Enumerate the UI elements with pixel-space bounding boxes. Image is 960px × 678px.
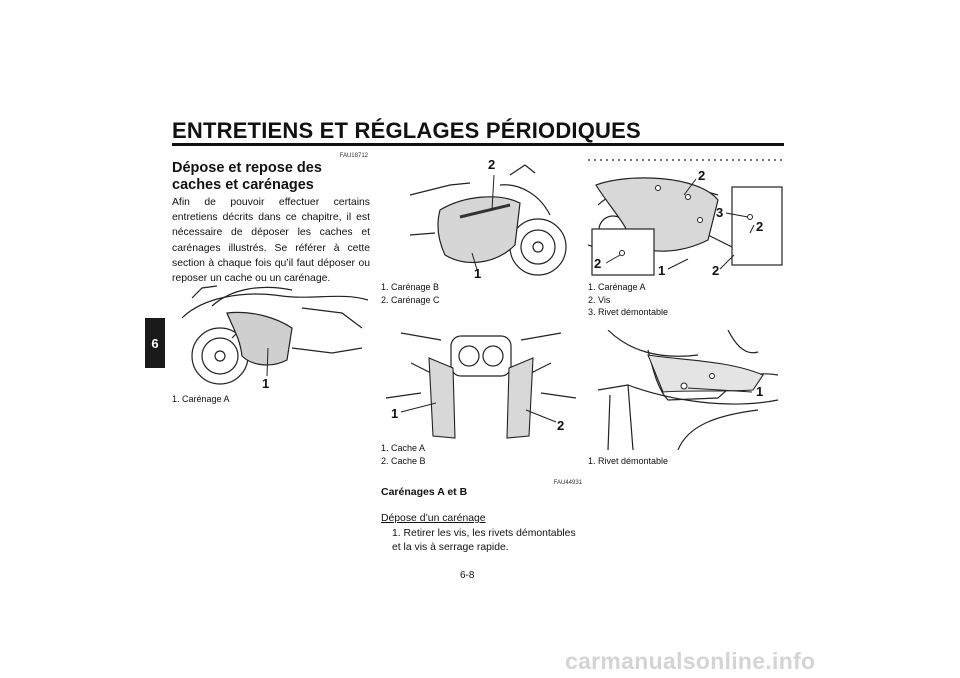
figure-4-callout-2d: 2 <box>712 263 719 278</box>
figure-3-caption: 1. Cache A 2. Cache B <box>381 442 426 467</box>
figure-4-callout-2a: 2 <box>698 168 705 183</box>
figure-4-caption-3: 3. Rivet démontable <box>588 307 669 317</box>
page-header-title: ENTRETIENS ET RÉGLAGES PÉRIODIQUES <box>172 118 641 143</box>
figure-4-caption-2: 2. Vis <box>588 294 611 305</box>
figure-1-illustration: 1 <box>181 285 368 390</box>
figure-4-caption-1: 1. Carénage A <box>588 282 646 292</box>
figure-1-caption: 1. Carénage A <box>172 393 230 406</box>
subsection-title: Carénages A et B <box>381 486 468 498</box>
figure-2-caption: 1. Carénage B 2. Carénage C <box>381 281 440 306</box>
figure-2-caption-1: 1. Carénage B <box>381 282 440 292</box>
header-rule <box>172 143 784 146</box>
figure-3-callout-2: 2 <box>557 418 564 433</box>
figure-4-callout-2c: 2 <box>594 256 601 271</box>
figure-5-caption-1: 1. Rivet démontable <box>588 456 669 466</box>
figure-1-callout-1: 1 <box>262 376 269 390</box>
figure-2-caption-2: 2. Carénage C <box>381 294 440 305</box>
section-body: Afin de pouvoir effectuer certains entre… <box>172 197 370 285</box>
figure-4-caption: 1. Carénage A 2. Vis 3. Rivet démontable <box>588 281 668 319</box>
figure-5-illustration: 1 <box>597 330 779 450</box>
figure-4-callout-2b: 2 <box>756 219 763 234</box>
chapter-tab: 6 <box>145 318 165 368</box>
subsection-code: FAU44931 <box>553 480 582 486</box>
procedure-step-1: 1. Retirer les vis, les rivets démontabl… <box>392 528 576 553</box>
procedure-title: Dépose d’un carénage <box>381 513 486 524</box>
figure-1-caption-1: 1. Carénage A <box>172 394 230 404</box>
figure-3-caption-2: 2. Cache B <box>381 455 426 466</box>
watermark-text: carmanualsonline.info <box>565 648 816 674</box>
page-number: 6-8 <box>460 570 475 581</box>
section-code: FAU18712 <box>339 153 368 159</box>
figure-3-illustration: 1 2 <box>385 332 577 439</box>
figure-5-callout-1: 1 <box>756 384 763 399</box>
figure-3-caption-1: 1. Cache A <box>381 443 426 453</box>
figure-4-callout-1: 1 <box>658 263 665 278</box>
section-title: Dépose et repose des caches et carénages <box>172 160 322 193</box>
figure-2-callout-1: 1 <box>474 266 481 280</box>
figure-2-callout-2: 2 <box>488 157 495 172</box>
figure-2-illustration: 2 1 <box>410 157 567 280</box>
figure-3-callout-1: 1 <box>391 406 398 421</box>
figure-4-illustration: 2 3 2 2 1 2 <box>588 159 784 278</box>
figure-4-callout-3: 3 <box>716 205 723 220</box>
figure-5-caption: 1. Rivet démontable <box>588 455 668 468</box>
